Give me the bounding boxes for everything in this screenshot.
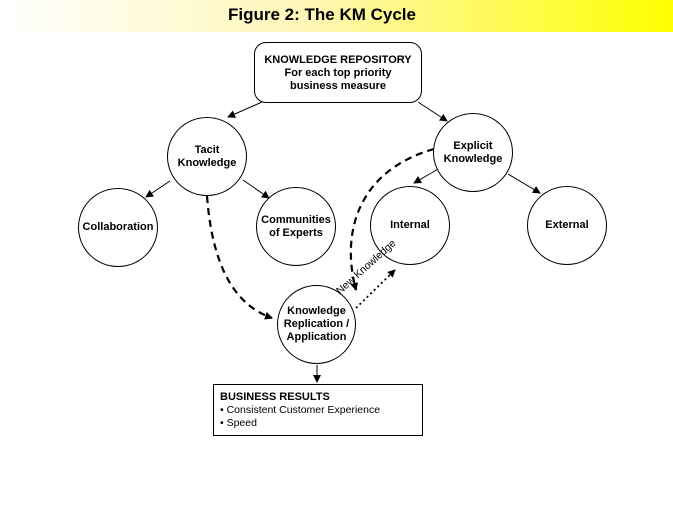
business-results-item: • Consistent Customer Experience <box>220 404 381 416</box>
dashed-tacit-replication <box>205 195 273 320</box>
dashed-explicit-replication <box>349 147 435 291</box>
business-results-item: • Speed <box>220 417 257 429</box>
arrow-repo-explicit <box>417 101 448 122</box>
arrow-repo-tacit <box>227 101 263 118</box>
tacit-knowledge-node: Tacit Knowledge <box>167 117 247 196</box>
repository-line3: business measure <box>290 80 386 92</box>
business-results-heading: BUSINESS RESULTS <box>220 391 330 403</box>
arrow-tacit-collaboration <box>145 180 171 198</box>
repository-heading: KNOWLEDGE REPOSITORY <box>264 54 412 66</box>
communities-of-experts-node: Communities of Experts <box>256 187 336 266</box>
external-node: External <box>527 186 607 265</box>
arrow-explicit-internal <box>413 167 441 184</box>
knowledge-repository-box: KNOWLEDGE REPOSITORY For each top priori… <box>254 42 422 103</box>
knowledge-replication-node: Knowledge Replication / Application <box>277 285 356 364</box>
business-results-box: BUSINESS RESULTS • Consistent Customer E… <box>213 384 423 436</box>
collaboration-node: Collaboration <box>78 188 158 267</box>
dotted-new-knowledge <box>355 269 396 309</box>
arrow-explicit-external <box>507 173 541 194</box>
explicit-knowledge-node: Explicit Knowledge <box>433 113 513 192</box>
arrow-tacit-communities <box>242 179 270 199</box>
title-band <box>0 0 673 32</box>
repository-line2: For each top priority <box>284 67 392 79</box>
internal-node: Internal <box>370 186 450 265</box>
figure-title: Figure 2: The KM Cycle <box>228 5 416 24</box>
